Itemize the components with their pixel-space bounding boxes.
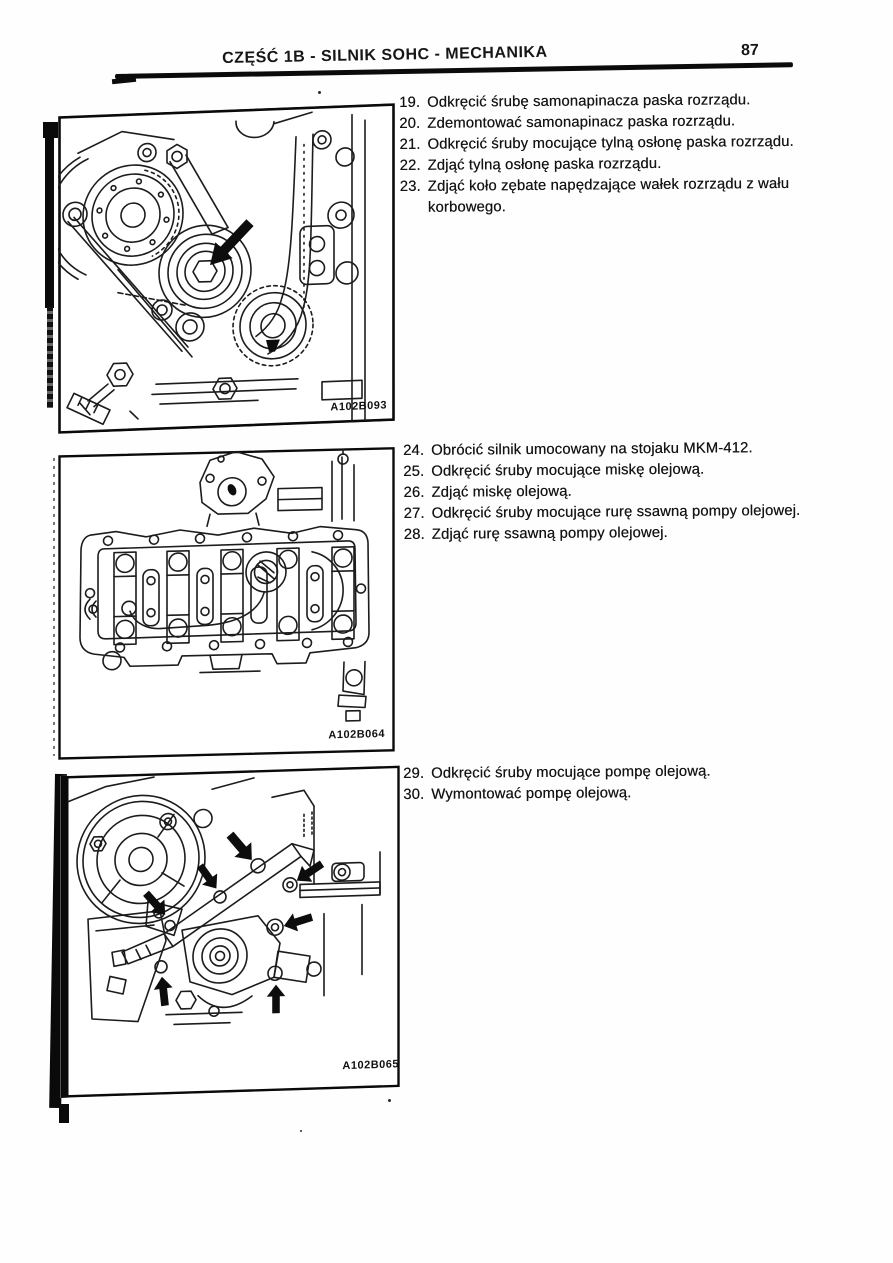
step-number: 26. (403, 484, 425, 501)
page-title: CZĘŚĆ 1B - SILNIK SOHC - MECHANIKA (222, 43, 548, 67)
step-text: Zdjąć koło zębate napędzające wałek rozr… (427, 175, 790, 216)
figure-label: A102B065 (342, 1058, 399, 1072)
figure-oil-pump-mounting-bolts: A102B065 (60, 765, 400, 1098)
scan-binding-mark (45, 136, 54, 308)
step-text: Zdemontować samonapinacz paska rozrządu. (427, 113, 736, 132)
step-number: 29. (403, 765, 425, 782)
step-number: 21. (399, 136, 421, 153)
step-number: 30. (403, 786, 425, 803)
scan-binding-mark (47, 306, 53, 408)
scan-speck (388, 1099, 391, 1102)
scan-binding-mark (59, 1104, 69, 1123)
step-text: Wymontować pompę olejową. (431, 785, 632, 803)
step-number: 22. (399, 157, 421, 174)
step-item: 30. Wymontować pompę olejową. (403, 781, 885, 806)
step-text: Odkręcić śruby mocujące tylną osłonę pas… (427, 133, 794, 153)
oil-pump-strainer (245, 551, 287, 593)
step-text: Odkręcić śrubę samonapinacza paska rozrz… (427, 92, 751, 111)
figure-label: A102B093 (330, 399, 387, 413)
step-number: 27. (403, 505, 425, 522)
step-number: 25. (403, 463, 425, 480)
step-text: Zdjąć rurę ssawną pompy olejowej. (431, 524, 668, 543)
oil-pump (181, 914, 322, 996)
camshaft-sprocket (82, 164, 184, 266)
step-number: 23. (399, 178, 421, 195)
step-item: 28. Zdjąć rurę ssawną pompy olejowej. (404, 521, 886, 546)
tensioner-pulley (158, 224, 252, 319)
crank-pulley (76, 794, 206, 925)
instructions-29-30: 29. Odkręcić śruby mocujące pompę olejow… (403, 760, 885, 806)
scan-speck (300, 1130, 302, 1132)
instructions-19-23: 19. Odkręcić śrubę samonapinacza paska r… (399, 90, 815, 219)
pointer-arrow (210, 219, 254, 266)
step-item: 23. Zdjąć koło zębate napędzające wałek … (400, 174, 815, 219)
oil-pickup-tube (111, 842, 315, 968)
step-number: 20. (399, 115, 421, 132)
figure-label: A102B064 (328, 728, 385, 741)
step-number: 24. (403, 442, 425, 459)
instructions-24-28: 24. Obrócić silnik umocowany na stojaku … (403, 437, 886, 546)
main-bearing-caps (113, 545, 355, 646)
figure-timing-belt-front-view: A102B093 (58, 103, 395, 434)
header-divider (115, 62, 793, 79)
header-divider-blob (111, 76, 137, 85)
oil-pickup-tube (129, 592, 265, 630)
scan-binding-mark (53, 458, 55, 756)
step-number: 19. (399, 94, 421, 111)
step-text: Zdjąć tylną osłonę paska rozrządu. (427, 155, 662, 174)
figure-engine-block-bottom-view: A102B064 (58, 446, 395, 760)
page-number: 87 (740, 41, 759, 60)
step-number: 28. (403, 526, 425, 543)
scan-speck (318, 91, 321, 94)
crankshaft-sprocket (232, 284, 314, 367)
scan-binding-mark (43, 122, 59, 138)
